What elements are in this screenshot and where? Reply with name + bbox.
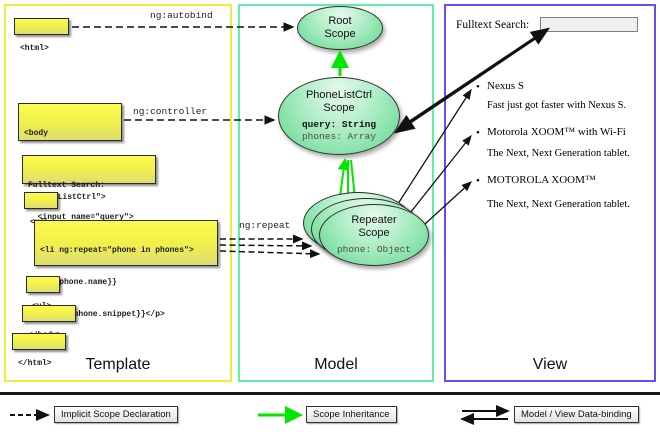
bullet-icon: • <box>476 81 480 93</box>
view-item-snippet: Fast just got faster with Nexus S. <box>487 100 627 111</box>
panel-view-label: View <box>532 356 568 373</box>
code-box-body-tag: <body ng:controller= "PhoneListCtrl"> <box>18 103 122 202</box>
view-search-label: Fulltext Search: <box>456 19 530 31</box>
code-box-html-open: <html> <box>14 18 69 53</box>
legend-divider <box>0 392 660 395</box>
view-list-item: • MOTOROLA XOOM™ <box>476 174 596 187</box>
view-item-name: Motorola XOOM™ with Wi-Fi <box>487 126 626 138</box>
code-box-ul-open: <ul> <box>24 192 58 227</box>
code-line: <li ng:repeat="phone in phones"> <box>40 245 194 255</box>
code-box-fulltext-search: Fulltext Search: <input name="query"> <box>22 155 156 222</box>
arrow-label-ng-repeat: ng:repeat <box>239 220 291 231</box>
panel-template-label: Template <box>85 356 151 373</box>
view-list-item: • Motorola XOOM™ with Wi-Fi <box>476 126 626 139</box>
view-list-item: • Nexus S <box>476 80 524 93</box>
code-box-body-close: </body> <box>22 305 76 340</box>
panel-model-label: Model <box>314 356 358 373</box>
legend-item-scope-inheritance: Scope Inheritance <box>306 406 397 423</box>
code-box-li-repeat: <li ng:repeat="phone in phones"> {{phone… <box>34 220 218 352</box>
legend-arrow-double <box>460 405 510 425</box>
code-line: <html> <box>20 43 49 53</box>
code-line: {{phone.name}} <box>40 277 117 287</box>
panel-view: View <box>444 4 656 382</box>
view-item-snippet: The Next, Next Generation tablet. <box>487 199 630 210</box>
bullet-icon: • <box>476 175 480 187</box>
code-line: <p>{{phone.snippet}}</p> <box>40 310 165 320</box>
fulltext-search-input[interactable] <box>540 17 638 32</box>
scope-prop-query: query: String <box>301 119 377 131</box>
scope-root-title: Root Scope <box>324 15 356 40</box>
scope-phonelistctrl: PhoneListCtrl Scope query: String phones… <box>278 77 400 155</box>
code-box-html-close: </html> <box>12 333 66 368</box>
arrow-label-ng-autobind: ng:autobind <box>150 10 213 21</box>
panel-model: Model <box>238 4 434 382</box>
code-box-ul-close: <ul> <box>26 276 60 311</box>
scope-repeater-title: Repeater Scope <box>351 213 397 239</box>
legend-item-implicit-scope-declaration: Implicit Scope Declaration <box>54 406 178 423</box>
scope-repeater: Repeater Scope phone: Object <box>319 204 429 266</box>
scope-repeater-props: phone: Object <box>337 244 411 256</box>
scope-root: Root Scope <box>297 6 383 50</box>
code-line: <input name="query"> <box>28 212 134 222</box>
bullet-icon: • <box>476 127 480 139</box>
scope-phonelistctrl-title: PhoneListCtrl Scope <box>305 88 373 114</box>
code-line: <body <box>24 128 49 138</box>
view-item-name: Nexus S <box>487 80 524 92</box>
scope-prop-phone: phone: Object <box>336 244 412 256</box>
code-line: </html> <box>18 358 52 368</box>
legend-item-model-view-data-binding: Model / View Data-binding <box>514 406 639 423</box>
scope-prop-phones: phones: Array <box>301 131 377 143</box>
view-item-name: MOTOROLA XOOM™ <box>487 174 596 186</box>
scope-phonelistctrl-props: query: String phones: Array <box>302 119 376 143</box>
arrow-label-ng-controller: ng:controller <box>133 106 208 117</box>
view-item-snippet: The Next, Next Generation tablet. <box>487 148 630 159</box>
code-line: Fulltext Search: <box>28 180 105 190</box>
code-line: "PhoneListCtrl"> <box>24 193 106 203</box>
